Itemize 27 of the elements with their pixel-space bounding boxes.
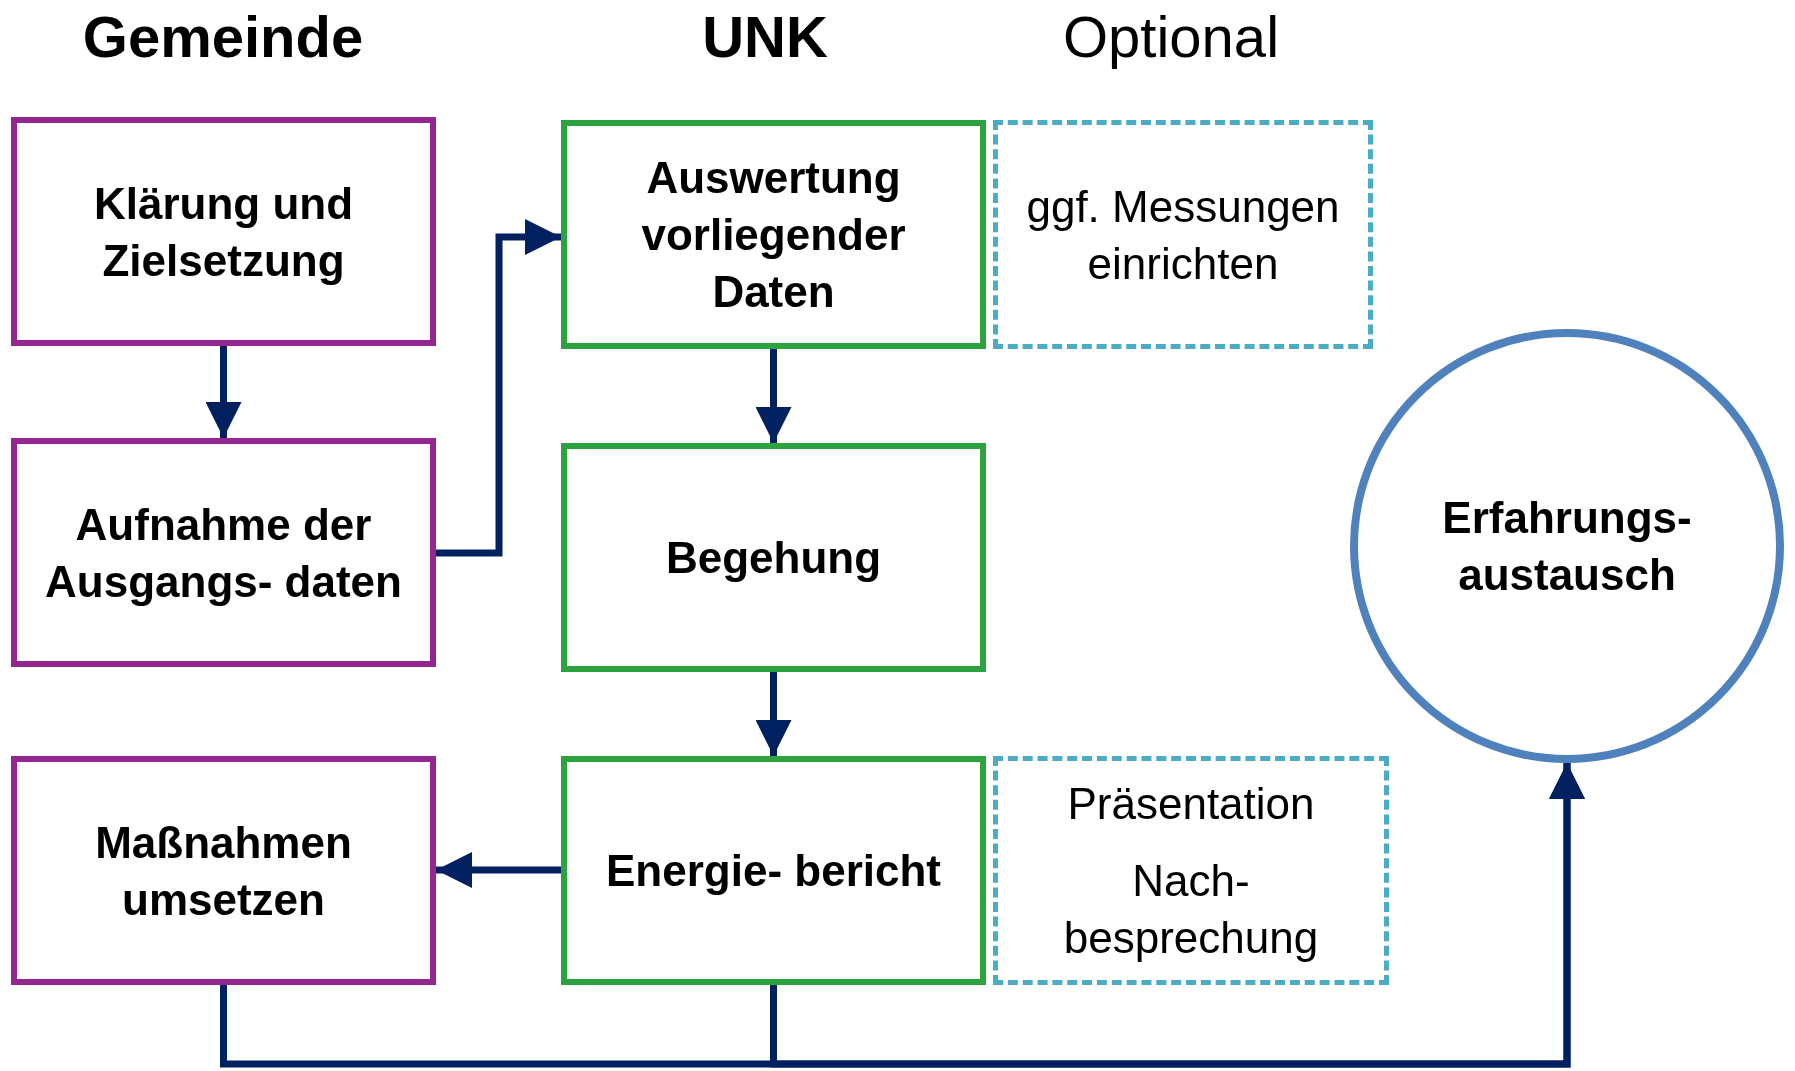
column-heading: Optional: [1063, 4, 1279, 70]
arrow: [755, 672, 792, 756]
process-box: [561, 120, 986, 349]
node-text: Nach- besprechung: [1062, 855, 1320, 964]
node-text: Klärung und Zielsetzung: [92, 177, 355, 287]
node-text: Energie- bericht: [606, 845, 941, 897]
optional-box: [993, 120, 1373, 349]
arrow: [770, 763, 1585, 1068]
arrow: [436, 852, 561, 888]
node-text: Begehung: [665, 532, 882, 584]
arrow: [205, 346, 242, 438]
node-text: Auswertung vorliegender Daten: [640, 152, 907, 318]
process-box: [561, 756, 986, 985]
node-text: ggf. Messungen einrichten: [1025, 180, 1341, 290]
node-text: Maßnahmen umsetzen: [94, 816, 353, 926]
process-box: [561, 443, 986, 672]
arrow: [755, 349, 792, 443]
process-box: [11, 438, 436, 667]
process-box: [11, 756, 436, 985]
node-text: Erfahrungs- austausch: [1441, 492, 1693, 601]
optional-box: [993, 756, 1389, 985]
arrow: [436, 219, 561, 557]
node-text: Aufnahme der Ausgangs- daten: [44, 498, 403, 608]
column-heading: Gemeinde: [82, 4, 364, 70]
column-heading: UNK: [702, 4, 828, 70]
node-text: Präsentation: [1067, 778, 1315, 830]
process-box: [11, 117, 436, 346]
